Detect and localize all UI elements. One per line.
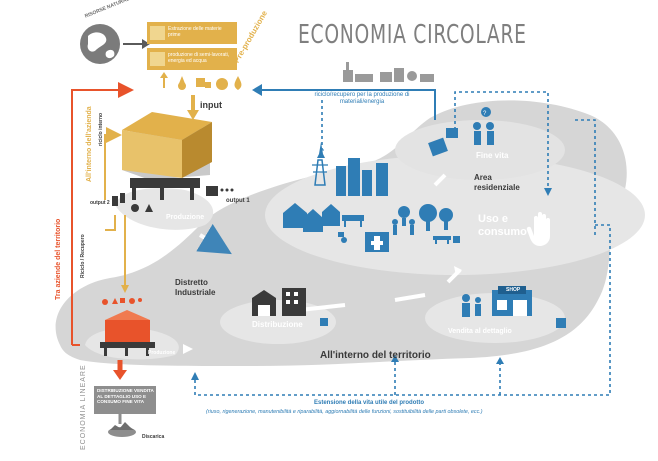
distretto-label: Distretto Industriale — [175, 278, 216, 297]
interno-azienda-loop — [104, 127, 122, 200]
warehouse-icons — [252, 288, 328, 326]
produzione-label: Produzione — [166, 214, 205, 221]
interno-territorio-label: All'interno del territorio — [320, 350, 431, 361]
riciclo-interno-label: riciclo interno — [98, 112, 104, 146]
produzione-small-label: Produzione — [148, 350, 176, 356]
fine-vita-icons — [428, 107, 494, 157]
linear-economy-label: ECONOMIA LINEARE — [80, 364, 87, 450]
input-icons — [160, 72, 242, 90]
riciclo-recupero-label: Riciclo / Recupero — [80, 234, 86, 278]
fine-vita-ring — [395, 120, 565, 180]
linear-economy-box-text: DISTRIBUZIONE VENDITA AL DETTAGLIO USO E… — [97, 388, 154, 405]
input-label: input — [200, 100, 222, 110]
reuse-loop-right — [454, 91, 549, 190]
uso-consumo-label: Uso e consumo — [478, 213, 527, 238]
tra-aziende-loop — [71, 82, 134, 345]
output1-label: output 1 — [226, 198, 250, 204]
tra-aziende-label: Tra aziende del territorio — [55, 218, 62, 300]
estensione-title: Estensione della vita utile del prodotto — [314, 400, 425, 406]
hand-icon — [526, 212, 550, 246]
interno-azienda-label: All'interno dell'azienda — [86, 106, 93, 182]
output2-label: output 2 — [90, 200, 110, 206]
recycling-plant-icons — [343, 62, 434, 82]
recycle-top-label: riciclo/recupero per la produzione di ma… — [314, 92, 410, 105]
fine-vita-label: Fine vita — [476, 151, 509, 160]
area-residenziale-label: Area residenziale — [474, 173, 520, 192]
distribuzione-label: Distribuzione — [252, 320, 303, 329]
shop-sign: SHOP — [506, 287, 521, 293]
pre-production-box-2 — [147, 48, 237, 70]
page-title: ECONOMIA CIRCOLARE — [298, 20, 527, 50]
factory-orange-icon — [100, 310, 155, 356]
recycle-arrow-top — [262, 89, 436, 120]
factory-yellow-icon — [122, 112, 212, 200]
discarica-label: Discarica — [142, 434, 165, 440]
city-icons — [283, 142, 460, 252]
svg-text:?: ? — [483, 111, 487, 117]
estensione-detail: (riuso, rigenerazione, manutenibilità e … — [206, 409, 483, 415]
linear-economy-box — [94, 386, 156, 414]
pre-production-box-1-text: Estrazione delle materie prime — [168, 26, 222, 38]
pre-production-box-1 — [147, 22, 237, 44]
vendita-label: Vendita al dettaglio — [448, 328, 512, 335]
pre-production-box-2-text: produzione di semi-lavorati, energia ed … — [168, 52, 230, 64]
shop-icon — [462, 286, 566, 328]
